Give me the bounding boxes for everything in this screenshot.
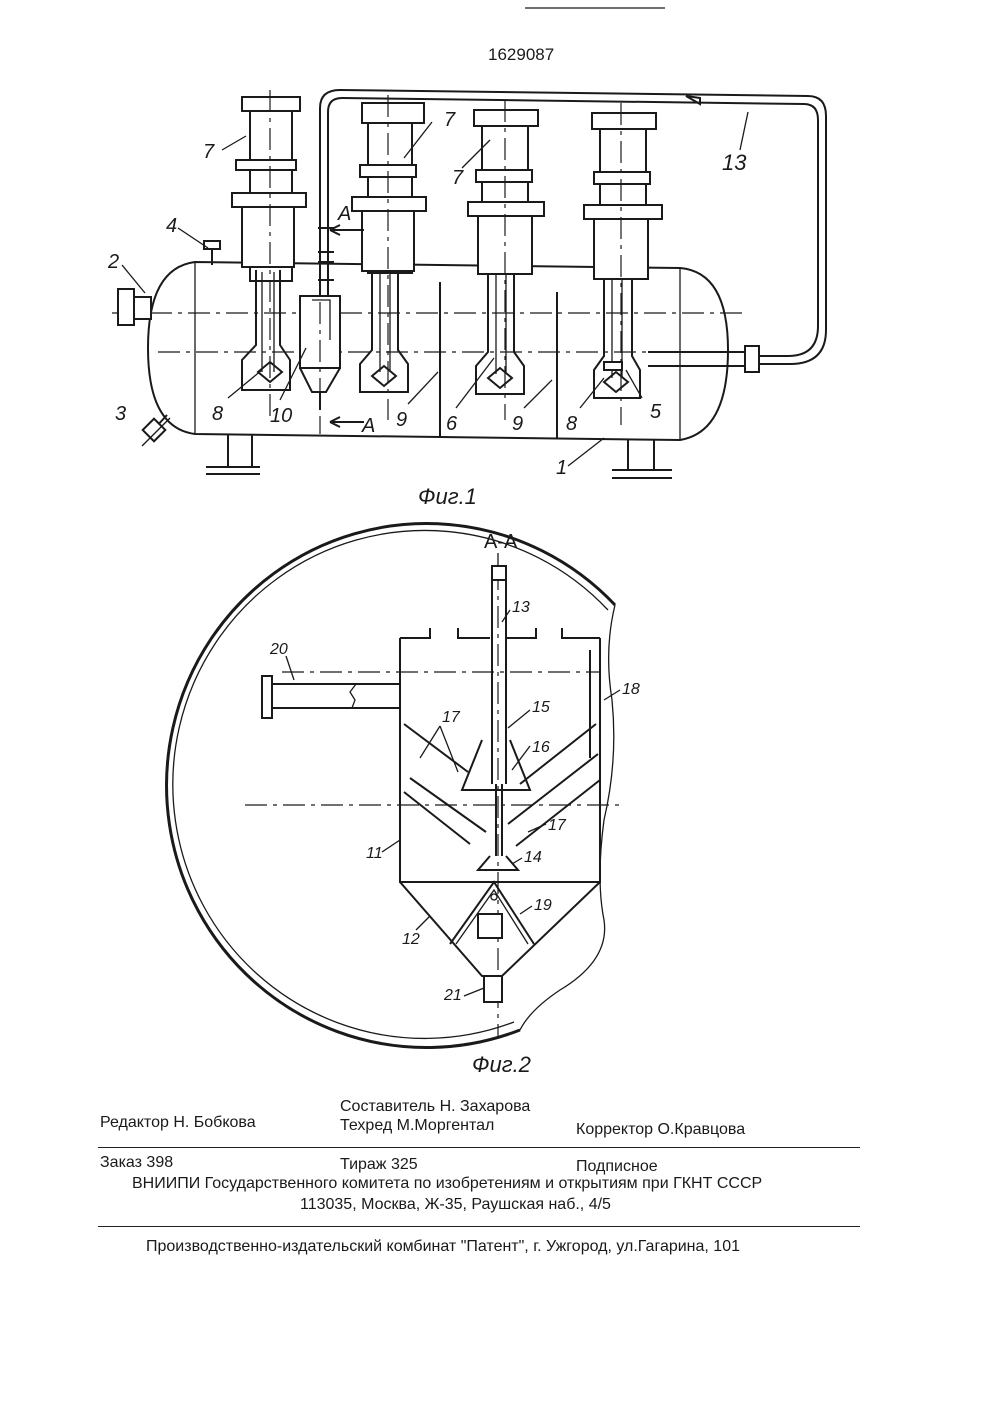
figure-1-caption: Фиг.1 — [418, 484, 477, 509]
label-4: 4 — [166, 215, 177, 237]
fig2-label-12: 12 — [402, 931, 420, 948]
imprint-circulation: Тираж 325 — [340, 1156, 418, 1174]
imprint-rule-2 — [98, 1226, 860, 1227]
imprint-rule-1 — [98, 1147, 860, 1148]
imprint-order: Заказ 398 — [100, 1154, 173, 1172]
fig2-label-20: 20 — [269, 641, 288, 658]
label-10: 10 — [270, 405, 292, 427]
label-a-top: A — [337, 203, 351, 225]
fig2-label-17-bottom: 17 — [548, 817, 567, 834]
vessel-shell — [148, 262, 728, 440]
label-3: 3 — [115, 403, 126, 425]
fig2-label-19: 19 — [534, 897, 552, 914]
label-8-right: 8 — [566, 413, 577, 435]
label-6: 6 — [446, 413, 458, 435]
fig2-label-13: 13 — [512, 599, 530, 616]
label-5: 5 — [650, 401, 662, 423]
separator-body-11 — [400, 638, 600, 882]
fig2-label-15: 15 — [532, 699, 550, 716]
label-9-left: 9 — [396, 409, 407, 431]
outlet-21 — [484, 976, 502, 1002]
patent-number: 1629087 — [488, 45, 554, 64]
fig2-label-21: 21 — [443, 987, 462, 1004]
fig2-label-11: 11 — [366, 845, 383, 862]
imprint-printer: Производственно-издательский комбинат "П… — [146, 1238, 740, 1256]
figure-2-drawing: А-А — [167, 524, 640, 1077]
vessel-shell-section — [167, 524, 615, 1048]
fig2-label-14: 14 — [524, 849, 542, 866]
drawing-sheet: 1629087 — [0, 0, 1000, 1100]
label-1: 1 — [556, 457, 567, 479]
imprint-address: 113035, Москва, Ж-35, Раушская наб., 4/5 — [300, 1196, 611, 1214]
figure-2-caption: Фиг.2 — [472, 1052, 531, 1077]
imprint-subscription: Подписное — [576, 1158, 658, 1176]
label-2: 2 — [107, 251, 119, 273]
wall-18 — [590, 650, 600, 760]
fig2-label-16: 16 — [532, 739, 550, 756]
imprint-techred: Техред М.Моргентал — [340, 1117, 494, 1135]
label-a-bottom: A — [361, 415, 375, 437]
label-7-middle: 7 — [444, 109, 456, 131]
imprint-publisher: ВНИИПИ Государственного комитета по изоб… — [132, 1175, 762, 1193]
figure-1-drawing: 7 7 7 13 4 2 A A 3 8 10 9 6 9 8 5 1 Фиг.… — [107, 90, 826, 509]
label-7-right: 7 — [452, 167, 464, 189]
imprint-editor: Редактор Н. Бобкова — [100, 1114, 256, 1132]
distributor-16 — [462, 740, 530, 790]
inlet-nozzle-2 — [118, 289, 151, 325]
fig2-label-18: 18 — [622, 681, 640, 698]
imprint-compiler: Составитель Н. Захарова — [340, 1098, 530, 1116]
fig2-label-17-top: 17 — [442, 709, 461, 726]
label-9-right: 9 — [512, 413, 523, 435]
label-7-left: 7 — [203, 141, 215, 163]
imprint-corrector: Корректор О.Кравцова — [576, 1121, 745, 1139]
label-13: 13 — [722, 150, 747, 175]
label-8-left: 8 — [212, 403, 223, 425]
